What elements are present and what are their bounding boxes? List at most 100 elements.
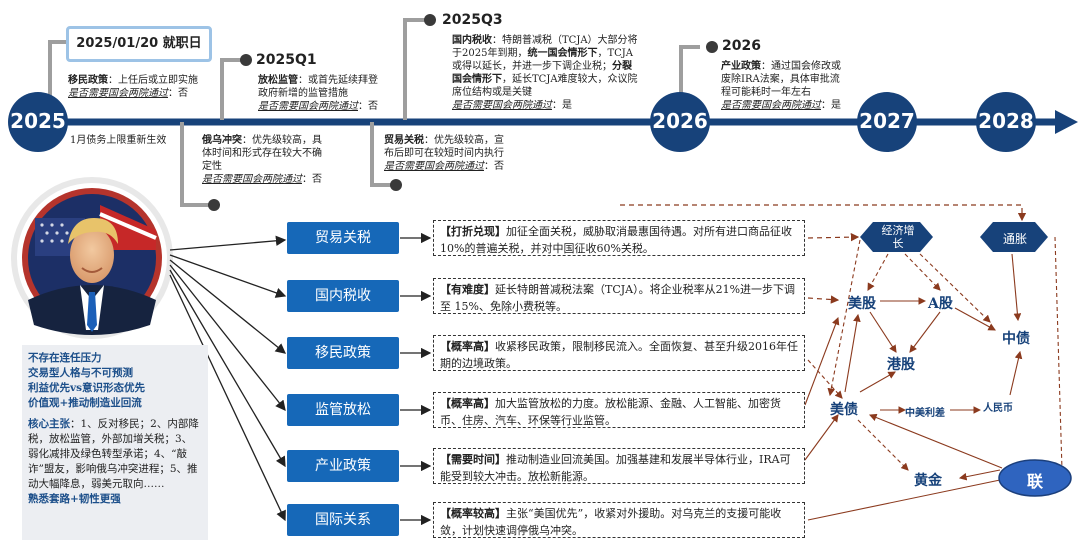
desc-deregulation: 【概率高】加大监管放松的力度。放松能源、金融、人工智能、加密货币、住房、汽车、环… (433, 392, 805, 428)
phase-dots (208, 14, 718, 211)
desc-immigration-text: 收紧移民政策，限制移民流入。全面恢复、甚至升级2016年任期的边境政策。 (440, 340, 798, 370)
q3-tax-approval-value: ：是 (552, 100, 572, 111)
q3-tax-text-5: 席位结构或是关键 (452, 87, 532, 98)
q3-tariff-approval-label: 是否需要国会两院通过 (384, 161, 484, 172)
q3-tariff-approval-value: ：否 (484, 161, 504, 172)
y2026-industry-text-1: ：通过国会修改或 (761, 61, 841, 72)
y2026-industry-approval-value: ：是 (821, 100, 841, 111)
immigration-label: 移民政策 (68, 75, 108, 86)
q3-tax-approval-label: 是否需要国会两院通过 (452, 100, 552, 111)
desc-immigration-tag: 【概率高】 (440, 340, 495, 353)
trait-line-3: 利益优先vs意识形态优先 (28, 382, 146, 394)
q1-russia-approval-label: 是否需要国会两院通过 (202, 174, 302, 185)
y2026-industry-approval-label: 是否需要国会两院通过 (721, 100, 821, 111)
category-deregulation: 监管放松 (287, 394, 399, 426)
desc-dereg-tag: 【概率高】 (440, 397, 495, 410)
growth-label: 经济增长 (881, 224, 915, 250)
category-trade-tariff: 贸易关税 (287, 222, 399, 254)
q1-russia-label: 俄乌冲突 (202, 135, 242, 146)
hk-stocks-label: 港股 (887, 357, 915, 373)
q3-tariff-label: 贸易关税 (384, 135, 424, 146)
inauguration-box: 2025/01/20 就职日 (66, 26, 212, 62)
phase-stems (48, 18, 700, 207)
cn-bonds-label: 中债 (1002, 331, 1030, 347)
q3-tax-note: 国内税收：特朗普减税（TCJA）大部分将 于2025年到期，统一国会情形下，TC… (452, 34, 662, 112)
q3-tax-text-4: ，延长TCJA难度较大，众议院 (502, 74, 638, 85)
panel-footer: 熟悉套路+韧性更强 (28, 493, 121, 505)
y2026-industry-text-3: 程可能耗时一年左右 (721, 87, 811, 98)
year-2025: 2025 (10, 109, 66, 133)
inflation-hexagon (980, 222, 1048, 252)
us-stocks-label: 美股 (848, 296, 876, 312)
desc-tax-text: 延长特朗普减税法案（TCJA）。将企业税率从21%进一步下调至 15%、免除小费… (440, 283, 796, 313)
core-claims: 核心主张：1、反对移民；2、内部降税，放松监管，外部加增关税；3、弱化减排及绿色… (28, 417, 202, 492)
year-2026: 2026 (652, 109, 708, 133)
desc-tax-tag: 【有难度】 (440, 283, 495, 296)
core-claims-title: 核心主张 (28, 418, 70, 430)
q1-russia-text-1: ：优先级较高，具 (242, 135, 322, 146)
category-immigration: 移民政策 (287, 337, 399, 369)
desc-domestic-tax: 【有难度】延长特朗普减税法案（TCJA）。将企业税率从21%进一步下调至 15%… (433, 278, 805, 314)
q3-tax-text-1: ：特朗普减税（TCJA）大部分将 (492, 35, 638, 46)
q3-tax-unified: 统一国会情形下 (527, 48, 598, 59)
immigration-approval-label: 是否需要国会两院通过 (68, 88, 168, 99)
desc-industrial-text: 推动制造业回流美国。加强基建和发展半导体行业，IRA可能受到较大冲击。放松新能源… (440, 453, 791, 483)
q3-tax-label: 国内税收 (452, 35, 492, 46)
year-circles (8, 92, 1036, 152)
q1-dereg-approval-value: ：否 (358, 101, 378, 112)
immigration-approval-value: ：否 (168, 88, 188, 99)
desc-industrial: 【需要时间】推动制造业回流美国。加强基建和发展半导体行业，IRA可能受到较大冲击… (433, 448, 805, 484)
category-domestic-tax: 国内税收 (287, 280, 399, 312)
desc-trade-tariff: 【打折兑现】加征全面关税，威胁取消最惠国待遇。对所有进口商品征收10%的普遍关税… (433, 220, 805, 256)
category-international: 国际关系 (287, 504, 399, 536)
desc-trade-text: 加征全面关税，威胁取消最惠国待遇。对所有进口商品征收10%的普遍关税，并对中国征… (440, 225, 792, 255)
trait-line-4: 价值观+推动制造业回流 (28, 397, 142, 409)
q1-russia-note: 俄乌冲突：优先级较高，具 体时间和形式存在较大不确 定性 是否需要国会两院通过：… (202, 134, 352, 186)
q3-tax-text-2c: ，TCJA (597, 48, 634, 59)
q1-russia-approval-value: ：否 (302, 174, 322, 185)
fed-label: 联 (1026, 472, 1043, 491)
growth-hexagon (860, 222, 933, 252)
q1-dereg-text-2: 政府新增的监管措施 (258, 88, 348, 99)
q1-dereg-note: 放松监管：或首先延续拜登 政府新增的监管措施 是否需要国会两院通过：否 (258, 74, 408, 113)
desc-trade-tag: 【打折兑现】 (440, 225, 506, 238)
q3-tariff-text-2: 布后即可在较短时间内执行 (384, 148, 504, 159)
q3-tax-split-2: 国会情形下 (452, 74, 502, 85)
us-bonds-label: 美债 (830, 402, 858, 418)
q1-title: 2025Q1 (256, 52, 317, 68)
q1-russia-text-2: 体时间和形式存在较大不确 (202, 148, 322, 159)
fed-oval (998, 459, 1072, 497)
immigration-text: ：上任后或立即实施 (108, 75, 198, 86)
category-to-desc-arrows (400, 232, 432, 526)
portrait-avatar (11, 177, 173, 339)
q3-tariff-text-1: ：优先级较高，宣 (424, 135, 504, 146)
trait-line-1: 不存在连任压力 (28, 352, 102, 364)
q1-dereg-approval-label: 是否需要国会两院通过 (258, 101, 358, 112)
y2026-industry-label: 产业政策 (721, 61, 761, 72)
year-2027: 2027 (859, 109, 915, 133)
q1-dereg-label: 放松监管 (258, 75, 298, 86)
asset-network (804, 236, 1063, 521)
y2026-title: 2026 (722, 38, 761, 54)
q3-tariff-note: 贸易关税：优先级较高，宣 布后即可在较短时间内执行 是否需要国会两院通过：否 (384, 134, 524, 173)
a-shares-label: A股 (928, 296, 953, 312)
q1-dereg-text-1: ：或首先延续拜登 (298, 75, 378, 86)
y2026-industry-text-2: 废除IRA法案，具体审批流 (721, 74, 840, 85)
core-claims-text: ：1、反对移民；2、内部降税，放松监管，外部加增关税；3、弱化减排及绿色转型承诺… (28, 418, 199, 490)
year-2028: 2028 (978, 109, 1034, 133)
q3-tax-text-3: 或得以延长，并进一步下调企业税； (452, 61, 612, 72)
desc-intl-tag: 【概率较高】 (440, 507, 506, 520)
trump-traits-panel: 不存在连任压力 交易型人格与不可预测 利益优先vs意识形态优先 价值观+推动制造… (22, 345, 208, 540)
category-industrial: 产业政策 (287, 450, 399, 482)
desc-immigration: 【概率高】收紧移民政策，限制移民流入。全面恢复、甚至升级2016年任期的边境政策… (433, 335, 805, 371)
spread-label: 中美利差 (905, 408, 945, 419)
desc-dereg-text: 加大监管放松的力度。放松能源、金融、人工智能、加密货币、住房、汽车、环保等行业监… (440, 397, 781, 427)
desc-international: 【概率较高】主张“美国优先”，收紧对外援助。对乌克兰的支援可能收敛，计划快速调停… (433, 502, 805, 538)
q1-russia-text-3: 定性 (202, 161, 222, 172)
portrait-to-category-arrows (169, 235, 287, 522)
y2026-industry-note: 产业政策：通过国会修改或 废除IRA法案，具体审批流 程可能耗时一年左右 是否需… (721, 60, 871, 112)
inflation-label: 通胀 (1002, 232, 1027, 246)
trait-line-2: 交易型人格与不可预测 (28, 367, 133, 379)
q3-tax-split: 分裂 (612, 61, 632, 72)
